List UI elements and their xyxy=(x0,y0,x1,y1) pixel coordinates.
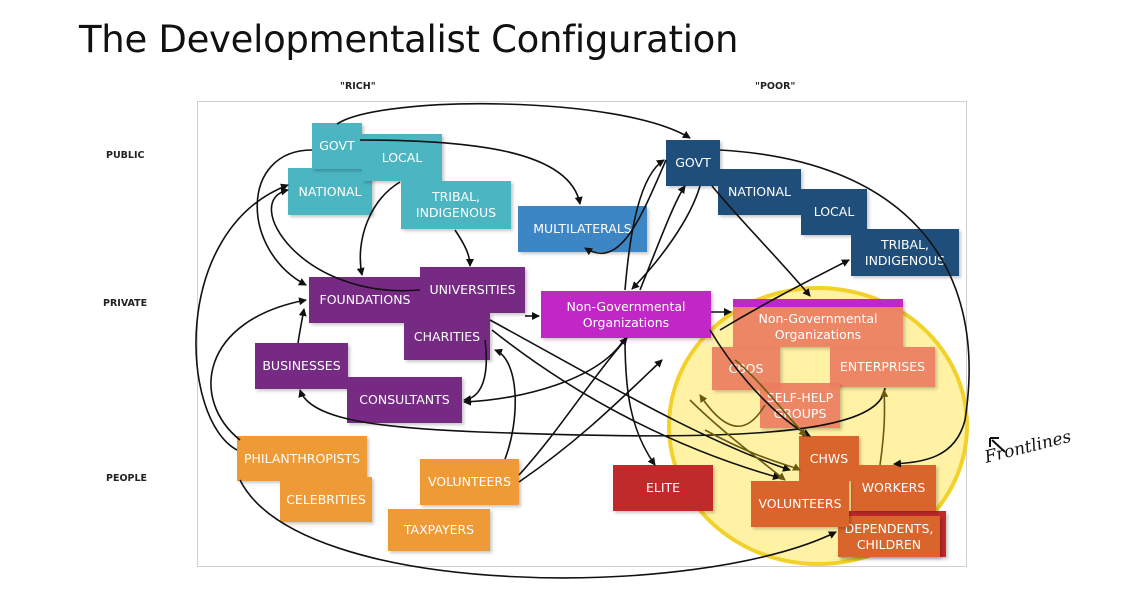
arrow-universities-to-national xyxy=(270,187,421,292)
arrow-charities-to-consultants xyxy=(463,339,488,404)
node-poor-national[interactable]: NATIONAL xyxy=(718,169,801,215)
node-enterprises[interactable]: ENTERPRISES xyxy=(830,347,935,387)
row-label-private: PRIVATE xyxy=(103,298,148,309)
row-label-public: PUBLIC xyxy=(106,150,145,161)
node-volunteers-rich[interactable]: VOLUNTEERS xyxy=(420,459,519,505)
arrow-ngo-to-elite xyxy=(624,337,656,466)
arrow-cbos-to-volunteers xyxy=(689,399,786,481)
arrow-tribal-to-universities xyxy=(454,229,474,267)
column-label-rich: "RICH" xyxy=(340,81,376,92)
arrow-businesses-to-foundations xyxy=(297,308,307,344)
node-rich-national[interactable]: NATIONAL xyxy=(288,168,372,215)
node-ngo-rich[interactable]: Non-Governmental Organizations xyxy=(541,291,711,338)
arrow-charities-to-volunteers-poor xyxy=(491,329,781,480)
arrow-ngo-to-poor-govt xyxy=(624,159,665,291)
arrow-celebrities-to-dependents xyxy=(239,479,837,579)
arrow-universities-to-volunteers-poor xyxy=(489,319,791,472)
node-chws[interactable]: CHWS xyxy=(799,436,859,481)
ngo-poor-strip xyxy=(733,299,903,307)
arrow-poor-govt-to-ngo xyxy=(631,185,701,290)
node-self-help[interactable]: SELF-HELP GROUPS xyxy=(760,383,840,428)
node-poor-tribal[interactable]: TRIBAL, INDIGENOUS xyxy=(851,229,959,276)
node-multilaterals[interactable]: MULTILATERALS xyxy=(518,206,647,252)
arrow-rich-govt-to-foundations xyxy=(256,149,313,286)
arrow-poor-govt-to-workers xyxy=(719,149,970,468)
arrow-poor-govt-to-multilaterals xyxy=(584,159,667,256)
node-taxpayers[interactable]: TAXPAYERS xyxy=(388,509,490,551)
arrow-poor-govt-to-ngo-poor xyxy=(711,185,811,297)
node-celebrities[interactable]: CELEBRITIES xyxy=(280,477,372,522)
node-ngo-poor[interactable]: Non-Governmental Organizations xyxy=(733,307,903,347)
page-title: The Developmentalist Configuration xyxy=(79,18,739,61)
arrow-rich-govt-to-multilaterals xyxy=(359,139,583,205)
arrow-enterprises-to-businesses xyxy=(298,387,886,437)
arrow-volunteers-to-charities xyxy=(494,348,517,460)
node-dependents[interactable]: DEPENDENTS, CHILDREN xyxy=(838,516,940,557)
node-charities[interactable]: CHARITIES xyxy=(404,313,490,360)
node-cbos[interactable]: CBOS xyxy=(712,347,780,390)
arrow-volunteers-to-ngo xyxy=(518,337,628,476)
node-poor-govt[interactable]: GOVT xyxy=(666,140,720,186)
node-workers[interactable]: WORKERS xyxy=(851,465,936,511)
node-rich-govt[interactable]: GOVT xyxy=(312,123,362,169)
node-volunteers-poor[interactable]: VOLUNTEERS xyxy=(751,481,849,527)
frontlines-pointer xyxy=(991,439,1006,453)
node-consultants[interactable]: CONSULTANTS xyxy=(347,377,462,423)
column-label-poor: "POOR" xyxy=(755,81,796,92)
arrow-philanthropists-to-foundations xyxy=(210,297,307,441)
arrow-cbos-to-chws xyxy=(734,359,807,437)
node-businesses[interactable]: BUSINESSES xyxy=(255,343,348,389)
node-philanthropists[interactable]: PHILANTHROPISTS xyxy=(237,436,367,481)
arrow-workers-to-enterprises xyxy=(879,389,889,466)
node-universities[interactable]: UNIVERSITIES xyxy=(420,267,525,313)
arrow-local-to-foundations xyxy=(356,181,401,276)
arrow-selfhelp-loop xyxy=(699,394,766,427)
arrow-ngo-to-consultants xyxy=(463,337,626,406)
node-foundations[interactable]: FOUNDATIONS xyxy=(309,277,421,323)
arrow-rich-govt-to-poor-govt xyxy=(336,102,691,139)
arrow-ngo-to-poor-tribal xyxy=(719,259,850,331)
arrow-ngo-to-volunteers xyxy=(704,429,801,471)
arrow-volunteers-to-ngo-poor xyxy=(518,359,663,483)
arrow-ngo-to-chws xyxy=(709,329,811,437)
node-poor-local[interactable]: LOCAL xyxy=(801,189,867,235)
row-label-people: PEOPLE xyxy=(106,473,148,484)
node-elite[interactable]: ELITE xyxy=(613,465,713,511)
node-rich-tribal[interactable]: TRIBAL, INDIGENOUS xyxy=(401,181,511,229)
arrow-philanthropists-to-national xyxy=(195,183,289,451)
